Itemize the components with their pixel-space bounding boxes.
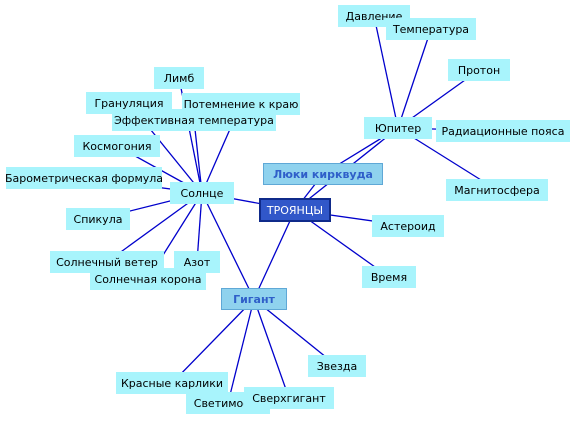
node-limb[interactable]: Лимб <box>154 67 204 89</box>
node-barometricheskaya[interactable]: Барометрическая формула <box>5 167 163 189</box>
node-troyantsy[interactable]: ТРОЯНЦЫ <box>259 198 331 222</box>
edge-troyantsy-gigant <box>253 209 296 300</box>
node-spikula[interactable]: Спикула <box>66 208 130 230</box>
node-granulyatsiya[interactable]: Грануляция <box>86 92 172 114</box>
node-effektivnaya[interactable]: Эффективная температура <box>112 109 276 131</box>
node-radiatsionnye[interactable]: Радиационные пояса <box>436 120 570 142</box>
node-solntse[interactable]: Солнце <box>170 182 234 204</box>
node-sverkhgigant[interactable]: Сверхгигант <box>244 387 334 409</box>
node-magnitosfera[interactable]: Магнитосфера <box>446 179 548 201</box>
edge-solntse-solnechny_veter <box>106 192 203 263</box>
edge-yupiter-temperatura <box>397 28 432 129</box>
node-yupiter[interactable]: Юпитер <box>364 117 432 139</box>
node-temperatura[interactable]: Температура <box>386 18 476 40</box>
node-zvezda[interactable]: Звезда <box>308 355 366 377</box>
node-vremya[interactable]: Время <box>362 266 416 288</box>
node-solnechnaya-korona[interactable]: Солнечная корона <box>90 268 206 290</box>
edge-gigant-zvezda <box>253 298 338 367</box>
edge-yupiter-davlenie <box>373 15 399 129</box>
edge-gigant-svetimost <box>227 298 255 404</box>
edge-solntse-azot <box>196 192 203 263</box>
node-kosmogoniya[interactable]: Космогония <box>74 135 160 157</box>
node-proton[interactable]: Протон <box>448 59 510 81</box>
edge-solntse-effektivnaya <box>193 119 203 194</box>
node-asteroid[interactable]: Астероид <box>372 215 444 237</box>
node-lyuki-kirkvuda[interactable]: Люки кирквуда <box>263 163 383 185</box>
node-krasnye-karliki[interactable]: Красные карлики <box>116 372 228 394</box>
edge-gigant-krasnye_karliki <box>171 298 255 384</box>
node-gigant[interactable]: Гигант <box>221 288 287 310</box>
edge-solntse-gigant <box>201 192 255 300</box>
edge-gigant-sverkhgigant <box>253 298 290 399</box>
